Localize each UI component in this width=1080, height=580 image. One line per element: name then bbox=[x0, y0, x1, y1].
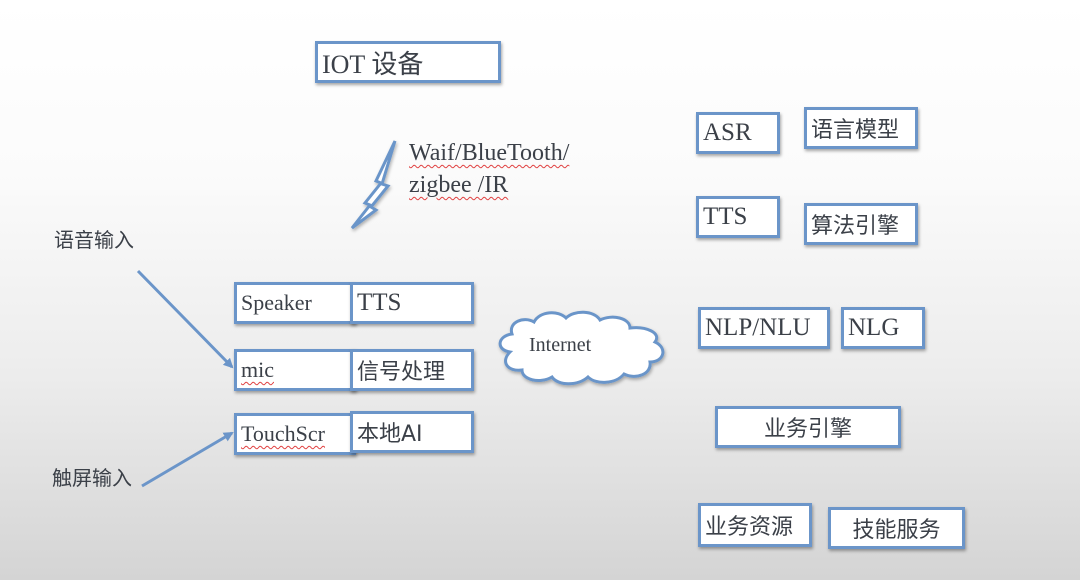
business-engine-box: 业务引擎 bbox=[715, 406, 901, 448]
device-tts-box: TTS bbox=[350, 282, 474, 324]
local-ai-box: 本地AI bbox=[350, 411, 474, 453]
language-model-box: 语言模型 bbox=[804, 107, 918, 149]
algorithm-engine-label: 算法引擎 bbox=[811, 214, 900, 239]
server-tts-box: TTS bbox=[696, 196, 780, 238]
business-resources-label: 业务资源 bbox=[705, 515, 794, 540]
iot-device-label: IOT 设备 bbox=[322, 49, 424, 79]
lightning-bolt-icon bbox=[350, 140, 397, 230]
wireless-protocol-line2: zigbee /IR bbox=[409, 172, 508, 199]
touch-input-label: 触屏输入 bbox=[52, 466, 132, 490]
business-engine-label: 业务引擎 bbox=[763, 417, 852, 442]
voice-input-label: 语音输入 bbox=[54, 228, 134, 252]
touch-input-arrow bbox=[141, 431, 234, 488]
signal-processing-label: 信号处理 bbox=[357, 360, 446, 385]
asr-label: ASR bbox=[703, 119, 752, 146]
speaker-label: Speaker bbox=[241, 290, 312, 315]
device-speaker-box: Speaker bbox=[234, 282, 356, 324]
business-resources-box: 业务资源 bbox=[698, 503, 812, 547]
wireless-protocol-text-1: Waif/BlueTooth/ bbox=[409, 140, 570, 166]
device-touchscreen-box: TouchScr bbox=[234, 413, 356, 455]
device-mic-box: mic bbox=[234, 349, 356, 391]
signal-processing-box: 信号处理 bbox=[350, 349, 474, 391]
wireless-protocol-line1: Waif/BlueTooth/ bbox=[409, 140, 569, 167]
server-tts-label: TTS bbox=[703, 203, 748, 230]
nlg-box: NLG bbox=[841, 307, 925, 349]
mic-label: mic bbox=[241, 357, 274, 382]
nlp-nlu-box: NLP/NLU bbox=[698, 307, 830, 349]
nlp-nlu-label: NLP/NLU bbox=[705, 314, 811, 341]
asr-box: ASR bbox=[696, 112, 780, 154]
skill-service-box: 技能服务 bbox=[828, 507, 965, 549]
language-model-label: 语言模型 bbox=[811, 118, 900, 143]
algorithm-engine-box: 算法引擎 bbox=[804, 203, 918, 245]
nlg-label: NLG bbox=[848, 314, 900, 341]
device-tts-label: TTS bbox=[357, 289, 402, 316]
local-ai-label: 本地AI bbox=[357, 422, 423, 447]
iot-device-box: IOT 设备 bbox=[315, 41, 501, 83]
internet-label: Internet bbox=[529, 334, 592, 356]
skill-service-label: 技能服务 bbox=[852, 518, 941, 543]
touchscreen-label: TouchScr bbox=[241, 421, 325, 446]
voice-input-arrow bbox=[136, 269, 234, 369]
wireless-protocol-text-2: zigbee /IR bbox=[409, 172, 509, 198]
